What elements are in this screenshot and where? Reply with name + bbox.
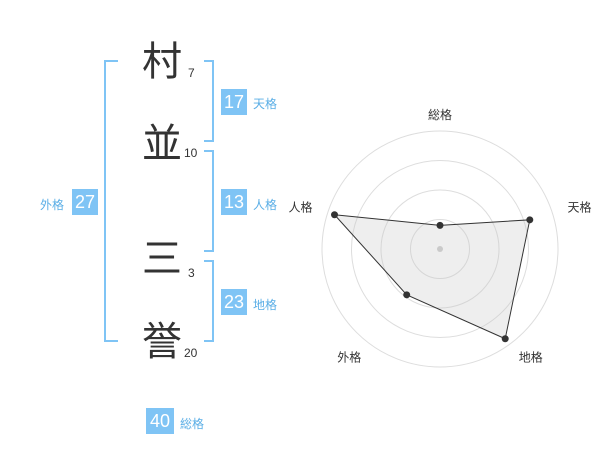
tenkaku-bracket <box>204 60 214 142</box>
name-char-3: 三 <box>142 236 182 282</box>
gaikaku-label: 外格 <box>40 198 65 212</box>
tenkaku-value: 17 <box>221 89 247 115</box>
radar-point-3 <box>501 335 509 343</box>
radar-ring-3 <box>351 160 529 338</box>
tenkaku-label: 天格 <box>253 97 278 111</box>
gaikaku-bracket <box>104 60 118 342</box>
radar-ring-4 <box>321 130 559 368</box>
radar-axis-label-4: 外格 <box>337 349 361 364</box>
chikaku-label: 地格 <box>253 298 278 312</box>
radar-point-5 <box>331 211 339 219</box>
soukaku-label: 総格 <box>180 417 205 431</box>
radar-ring-2 <box>380 189 500 309</box>
name-char-2: 並 <box>142 121 182 167</box>
radar-axis-label-2: 天格 <box>567 200 591 215</box>
name-char-4: 誉 <box>142 319 182 365</box>
radar-axis-label-1: 総格 <box>428 107 452 122</box>
stroke-count-1: 7 <box>188 66 195 80</box>
stroke-count-3: 3 <box>188 266 195 280</box>
stroke-count-4: 20 <box>184 346 198 360</box>
radar-axis-label-5: 人格 <box>289 200 313 215</box>
chikaku-value: 23 <box>221 289 247 315</box>
radar-point-4 <box>403 291 411 299</box>
radar-center <box>437 246 443 252</box>
radar-point-1 <box>436 221 444 229</box>
radar-ring-1 <box>410 219 470 279</box>
chikaku-bracket <box>204 260 214 342</box>
stroke-count-2: 10 <box>184 146 198 160</box>
radar-axis-label-3: 地格 <box>519 349 543 364</box>
jinkaku-bracket <box>204 150 214 252</box>
jinkaku-value: 13 <box>221 189 247 215</box>
name-char-1: 村 <box>142 39 182 85</box>
jinkaku-label: 人格 <box>253 198 278 212</box>
radar-point-2 <box>526 216 534 224</box>
radar-series-polygon <box>333 214 531 340</box>
gaikaku-value: 27 <box>72 189 98 215</box>
soukaku-value: 40 <box>146 408 174 434</box>
